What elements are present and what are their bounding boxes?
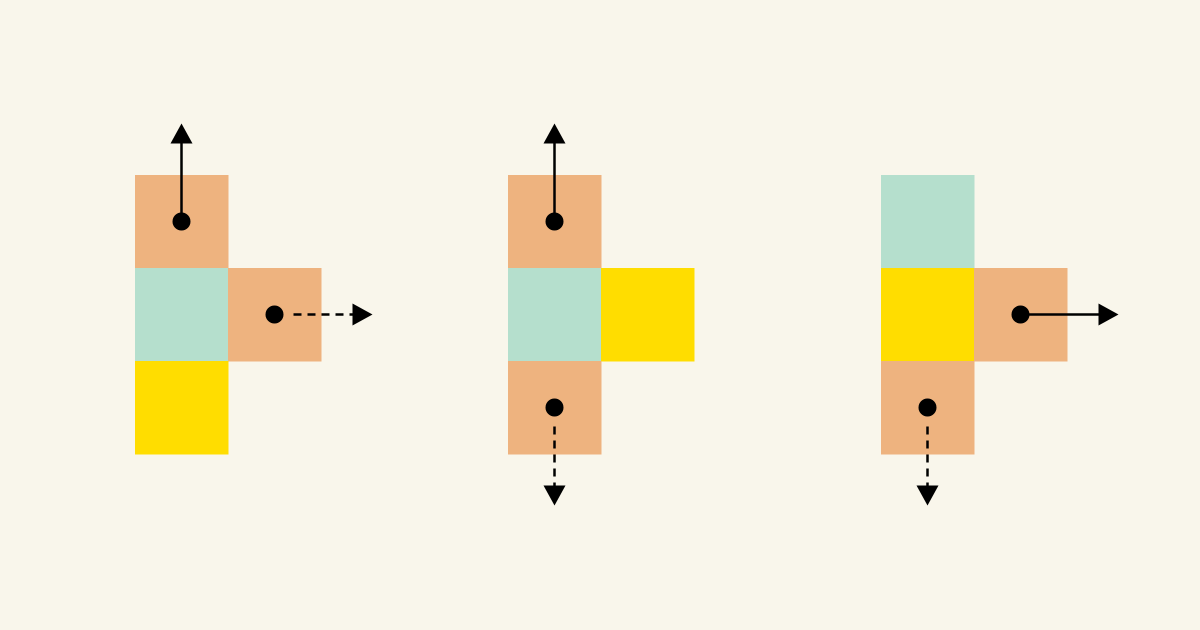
anchor-dot [545,212,564,231]
teal-tile [881,175,975,269]
yellow-tile [135,361,229,455]
anchor-dot [1011,305,1030,324]
arrow-up-icon [170,123,193,144]
teal-tile [508,268,602,362]
anchor-dot [918,398,937,417]
figure-1 [135,123,373,455]
yellow-tile [601,268,695,362]
anchor-dot [265,305,284,324]
figure-2 [508,123,695,506]
figures-layer [135,123,1119,506]
arrow-down-icon [916,485,939,506]
arrow-right-icon [1098,303,1119,326]
yellow-tile [881,268,975,362]
figure-3 [881,175,1119,506]
arrow-down-icon [543,485,566,506]
teal-tile [135,268,229,362]
arrow-right-icon [352,303,373,326]
anchor-dot [172,212,191,231]
anchor-dot [545,398,564,417]
arrow-up-icon [543,123,566,144]
